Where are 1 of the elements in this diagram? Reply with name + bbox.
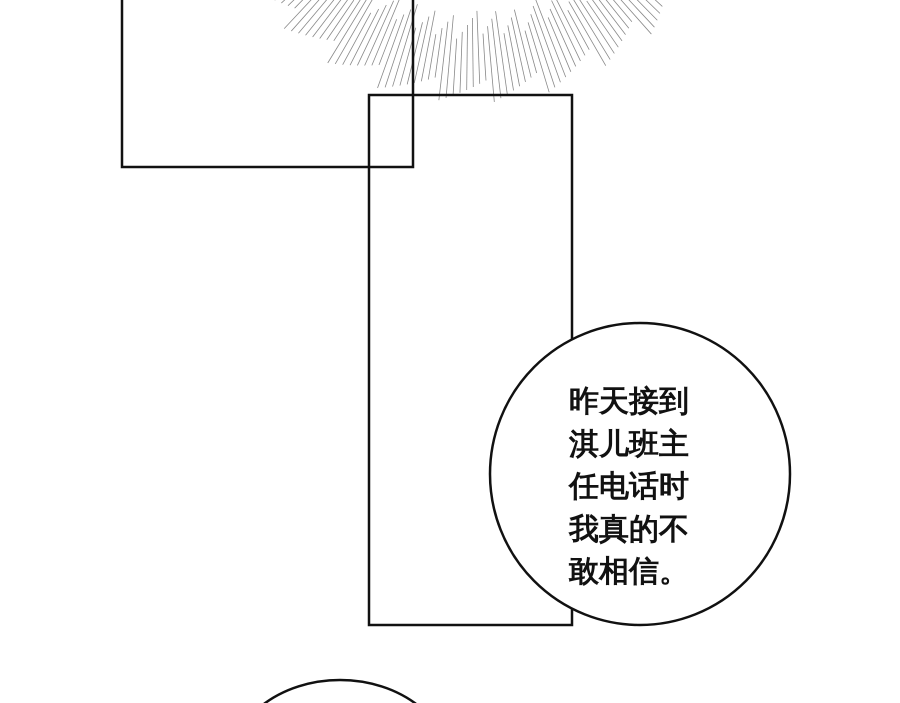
dialogue-text: 昨天接到淇儿班主任电话时我真的不敢相信。: [569, 383, 690, 591]
